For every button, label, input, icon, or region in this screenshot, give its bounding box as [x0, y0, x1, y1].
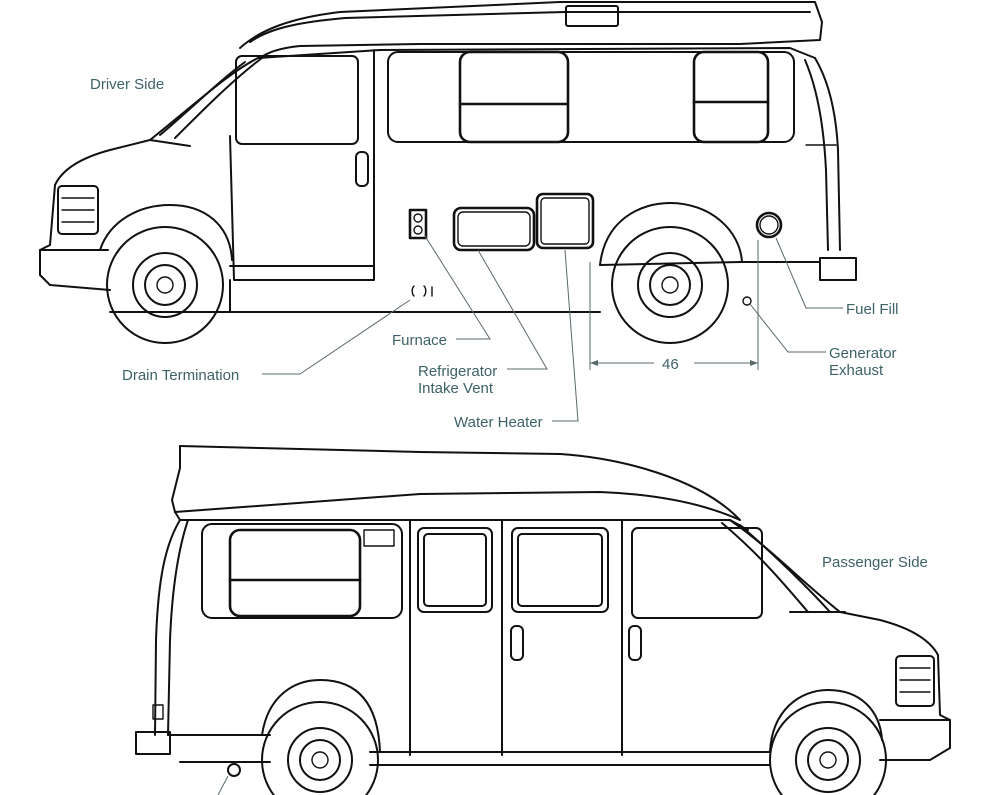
- water-heater-label: Water Heater: [454, 414, 543, 431]
- passenger-side-label: Passenger Side: [822, 554, 928, 571]
- driver-side-label: Driver Side: [90, 76, 164, 93]
- furnace-label: Furnace: [392, 332, 447, 349]
- leader-lines: [262, 235, 843, 422]
- generator-label-line2: Exhaust: [829, 362, 884, 379]
- drain-termination-label: Drain Termination: [122, 367, 239, 384]
- generator-label-line1: Generator: [829, 345, 897, 362]
- refrigerator-label-line1: Refrigerator: [418, 363, 497, 380]
- passenger-side-van: [135, 445, 951, 795]
- driver-side-van: [39, 1, 857, 344]
- dimension-label: 46: [662, 356, 679, 373]
- refrigerator-label-line2: Intake Vent: [418, 380, 494, 397]
- labels: Driver Side Passenger Side Drain Termina…: [90, 76, 928, 571]
- fuel-fill-label: Fuel Fill: [846, 301, 899, 318]
